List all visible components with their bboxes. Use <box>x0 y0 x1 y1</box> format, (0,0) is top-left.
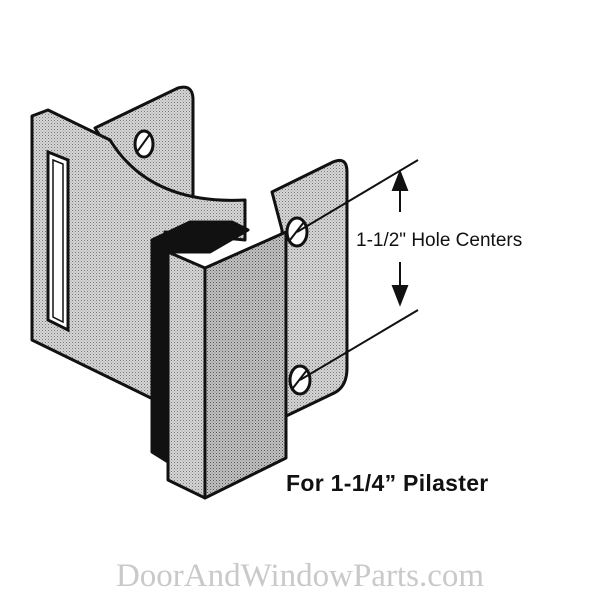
up-arrow <box>391 169 409 191</box>
upper-extension-line <box>296 159 419 233</box>
watermark: DoorAndWindowParts.com <box>115 558 485 594</box>
hole-centers-label: 1-1/2" Hole Centers <box>356 230 523 251</box>
front-left-face <box>166 250 207 500</box>
front-edge <box>150 238 170 464</box>
pilaster-size-label: For 1-1/4” Pilaster <box>286 470 489 496</box>
front-right-face <box>203 230 288 500</box>
down-arrow <box>391 285 409 307</box>
back-plate-slot <box>46 149 70 333</box>
lower-extension-line <box>299 309 419 381</box>
